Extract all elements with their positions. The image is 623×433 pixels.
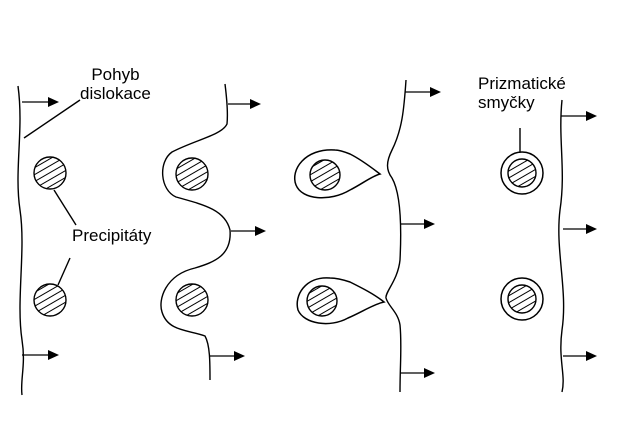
precipitate-2b — [175, 283, 209, 317]
precipitate-3b — [306, 285, 338, 317]
stage-3 — [294, 79, 441, 393]
precipitate-3a — [309, 159, 341, 191]
label-dislocation-motion-line1: Pohyb — [91, 65, 140, 84]
pointer-line-precipitate-bottom — [57, 257, 71, 286]
motion-arrow — [22, 97, 59, 107]
label-prismatic-loops-line1: Prizmatické — [478, 74, 566, 93]
motion-arrow — [405, 87, 441, 97]
dislocation-line-1 — [17, 85, 25, 396]
motion-arrow — [400, 368, 435, 378]
pointer-line-precipitate-top — [53, 189, 77, 226]
motion-arrow — [401, 219, 435, 229]
motion-arrow — [563, 224, 597, 234]
precipitate-1a — [33, 156, 67, 190]
dislocation-line-2 — [160, 83, 231, 381]
label-precipitates: Precipitáty — [72, 226, 152, 245]
precipitate-4a — [507, 158, 537, 188]
motion-arrow — [561, 111, 597, 121]
label-dislocation-motion-line2: dislokace — [80, 84, 151, 103]
pointer-line-dislocation — [23, 99, 81, 139]
dislocation-line-3 — [385, 79, 407, 393]
label-dislocation-motion: Pohyb dislokace — [80, 65, 151, 103]
precipitate-1b — [33, 283, 67, 317]
stage-4 — [500, 99, 597, 393]
stage-2 — [160, 83, 266, 381]
precipitate-2a — [175, 157, 209, 191]
label-prismatic-loops-line2: smyčky — [478, 93, 535, 112]
motion-arrow — [231, 226, 266, 236]
dislocation-line-4 — [558, 99, 565, 393]
motion-arrow — [563, 351, 597, 361]
precipitate-4b — [507, 284, 537, 314]
label-prismatic-loops: Prizmatické smyčky — [478, 74, 566, 112]
motion-arrow — [228, 99, 261, 109]
motion-arrow — [22, 350, 59, 360]
stage-1 — [17, 85, 81, 396]
motion-arrow — [210, 351, 245, 361]
